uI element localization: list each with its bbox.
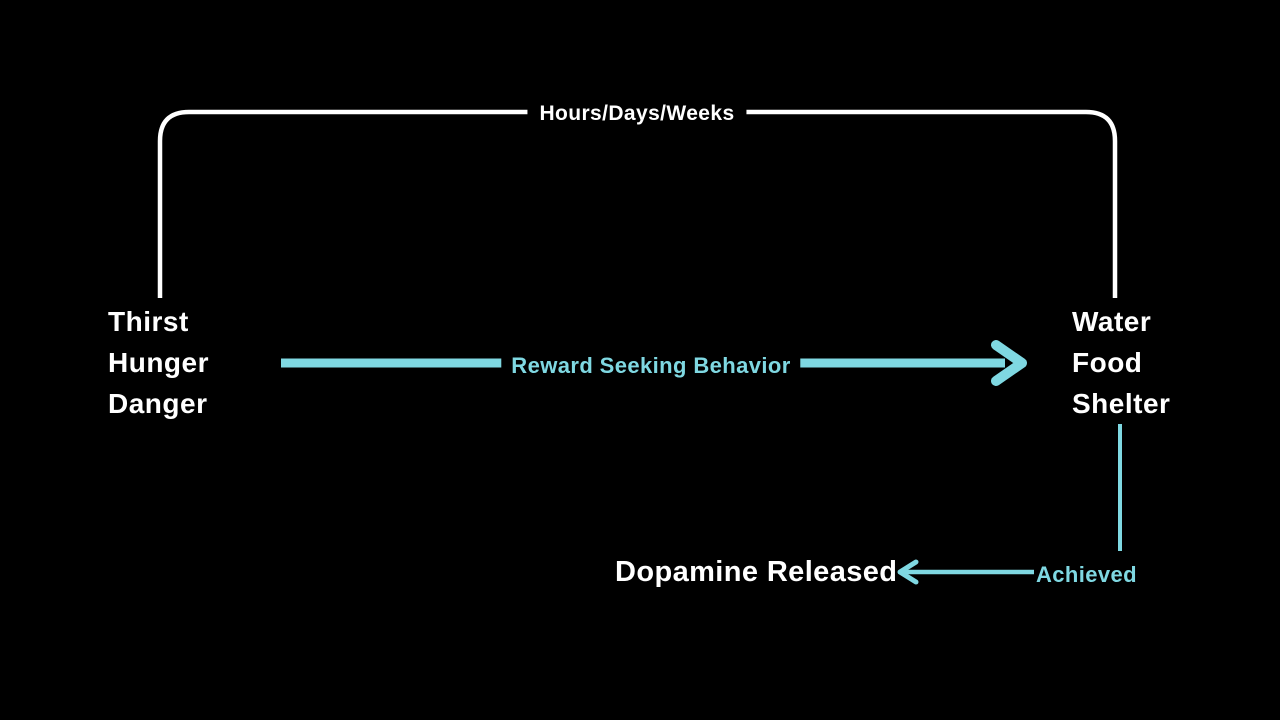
need-danger-label: Danger xyxy=(108,388,208,419)
feedback-loop-path xyxy=(157,109,1118,298)
achieved-arrow-head-icon xyxy=(897,559,919,585)
needs-node: Thirst Hunger Danger xyxy=(108,301,209,424)
reward-food-label: Food xyxy=(1072,347,1143,378)
loop-duration-label: Hours/Days/Weeks xyxy=(527,100,747,128)
rewards-node: Water Food Shelter xyxy=(1072,301,1170,424)
dopamine-released-label: Dopamine Released xyxy=(615,556,898,588)
reward-shelter-label: Shelter xyxy=(1072,388,1171,419)
reward-water-label: Water xyxy=(1072,306,1152,337)
need-hunger-label: Hunger xyxy=(108,347,209,378)
need-thirst-label: Thirst xyxy=(108,306,189,337)
reward-seeking-behavior-label: Reward Seeking Behavior xyxy=(501,351,801,381)
achieved-label: Achieved xyxy=(1036,562,1138,587)
reward-arrow-head-icon xyxy=(991,340,1027,386)
